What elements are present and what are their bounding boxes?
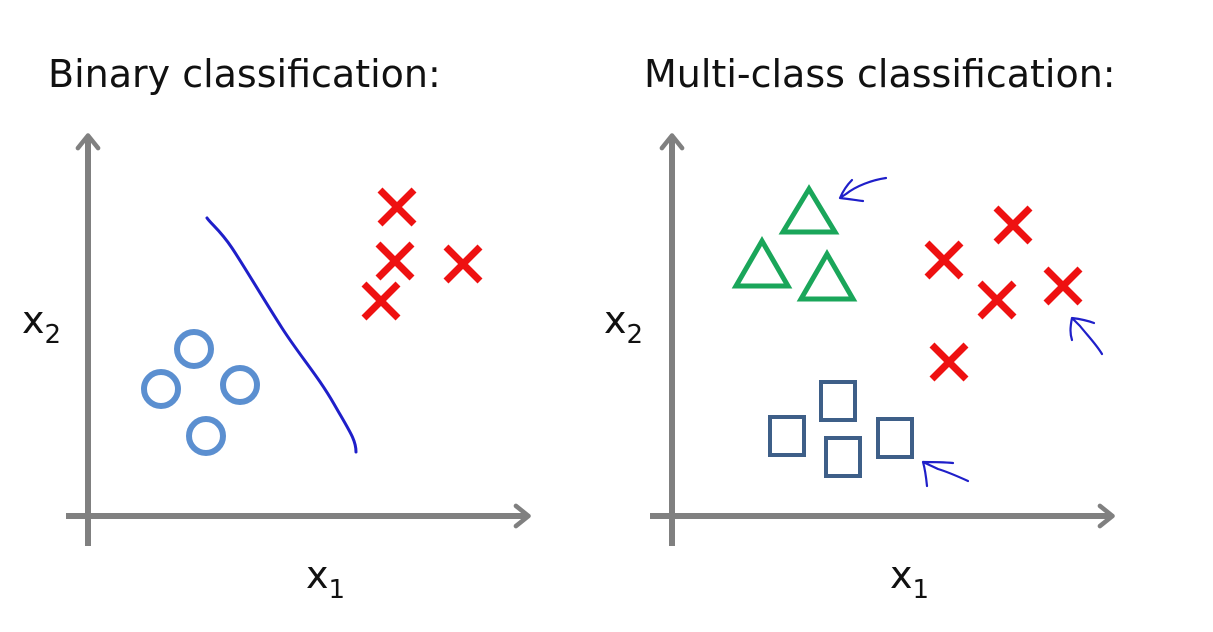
binary-panel: Binary classification: x2 x1 <box>22 52 531 605</box>
arrow-annotation-icon <box>921 460 970 488</box>
triangle-marker <box>778 184 840 235</box>
decision-boundary <box>205 216 358 454</box>
triangle-class-points <box>731 184 858 302</box>
binary-y-label: x2 <box>22 298 61 350</box>
square-marker <box>768 415 806 457</box>
multiclass-title: Multi-class classification: <box>644 52 1116 96</box>
cross-class-points <box>924 205 1083 382</box>
square-marker <box>819 380 857 422</box>
binary-x-label: x1 <box>306 553 345 605</box>
annotation-arrows <box>838 176 1104 488</box>
square-marker <box>824 436 862 478</box>
circle-marker <box>141 369 181 409</box>
multiclass-y-label: x2 <box>604 298 643 350</box>
triangle-marker <box>796 249 858 302</box>
cross-marker <box>993 205 1033 245</box>
cross-marker <box>377 187 417 227</box>
cross-marker <box>443 244 483 284</box>
arrow-annotation-icon <box>838 176 888 203</box>
multiclass-panel: Multi-class classification: x2 x1 <box>604 52 1116 605</box>
triangle-marker <box>731 236 793 289</box>
arrow-annotation-icon <box>1069 316 1104 356</box>
cross-marker <box>924 240 964 280</box>
multiclass-x-label: x1 <box>890 553 929 605</box>
cross-marker <box>375 241 415 281</box>
circle-marker <box>174 329 214 369</box>
cross-marker <box>361 281 401 321</box>
cross-marker <box>977 280 1017 320</box>
square-class-points <box>768 380 914 478</box>
cross-marker <box>1043 266 1083 306</box>
cross-marker <box>929 342 969 382</box>
cross-class-points <box>361 187 483 321</box>
binary-title: Binary classification: <box>48 52 441 96</box>
square-marker <box>876 417 914 459</box>
circle-marker <box>220 365 260 405</box>
circle-class-points <box>141 329 260 456</box>
circle-marker <box>186 416 226 456</box>
